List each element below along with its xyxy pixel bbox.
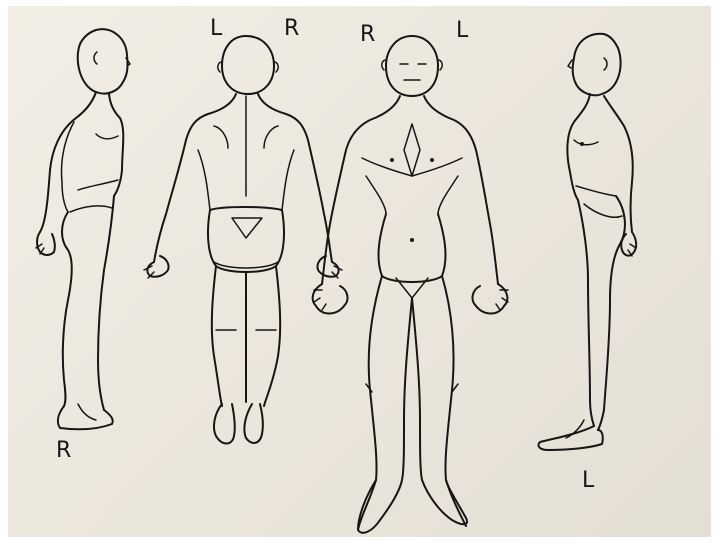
right-side-label: R	[56, 440, 71, 462]
left-side-label: L	[582, 470, 594, 492]
front-right-label: R	[360, 24, 375, 46]
right-profile-figure	[36, 29, 130, 429]
back-view-figure	[144, 36, 342, 444]
left-profile-figure	[538, 34, 636, 450]
front-view-figure	[313, 36, 508, 533]
front-left-label: L	[456, 20, 468, 42]
back-right-label: R	[284, 18, 299, 40]
back-left-label: L	[210, 18, 222, 40]
